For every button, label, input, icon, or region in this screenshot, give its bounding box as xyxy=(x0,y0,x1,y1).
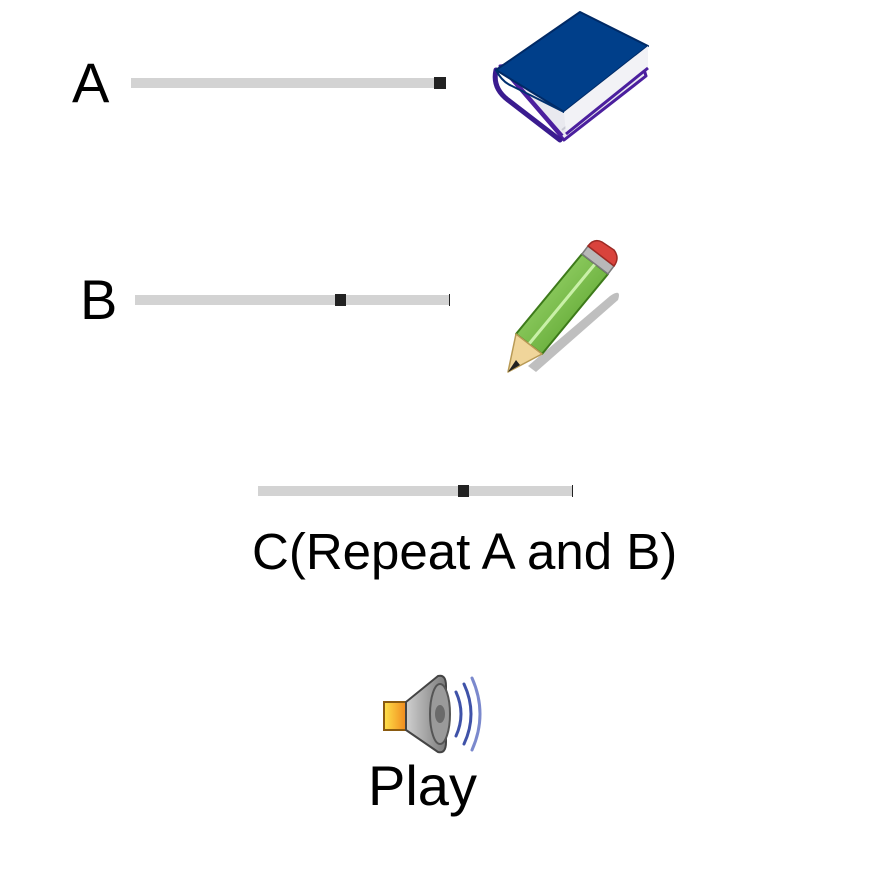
book-icon xyxy=(492,8,656,144)
play-label: Play xyxy=(368,754,477,817)
slider-c-end-tick xyxy=(572,485,573,497)
slider-b[interactable] xyxy=(135,294,450,306)
label-b: B xyxy=(80,268,118,331)
slider-b-end-tick xyxy=(449,294,450,306)
slider-a[interactable] xyxy=(131,77,446,89)
pencil-icon xyxy=(498,238,628,380)
slider-a-end-tick xyxy=(445,77,446,89)
slider-a-thumb[interactable] xyxy=(434,77,445,89)
slider-c-thumb[interactable] xyxy=(458,485,469,497)
label-a: A xyxy=(72,51,110,114)
slider-b-thumb[interactable] xyxy=(335,294,346,306)
label-c: C(Repeat A and B) xyxy=(252,523,678,580)
speaker-icon xyxy=(382,672,482,763)
slider-c[interactable] xyxy=(258,485,573,497)
play-button[interactable]: Play xyxy=(360,672,490,822)
